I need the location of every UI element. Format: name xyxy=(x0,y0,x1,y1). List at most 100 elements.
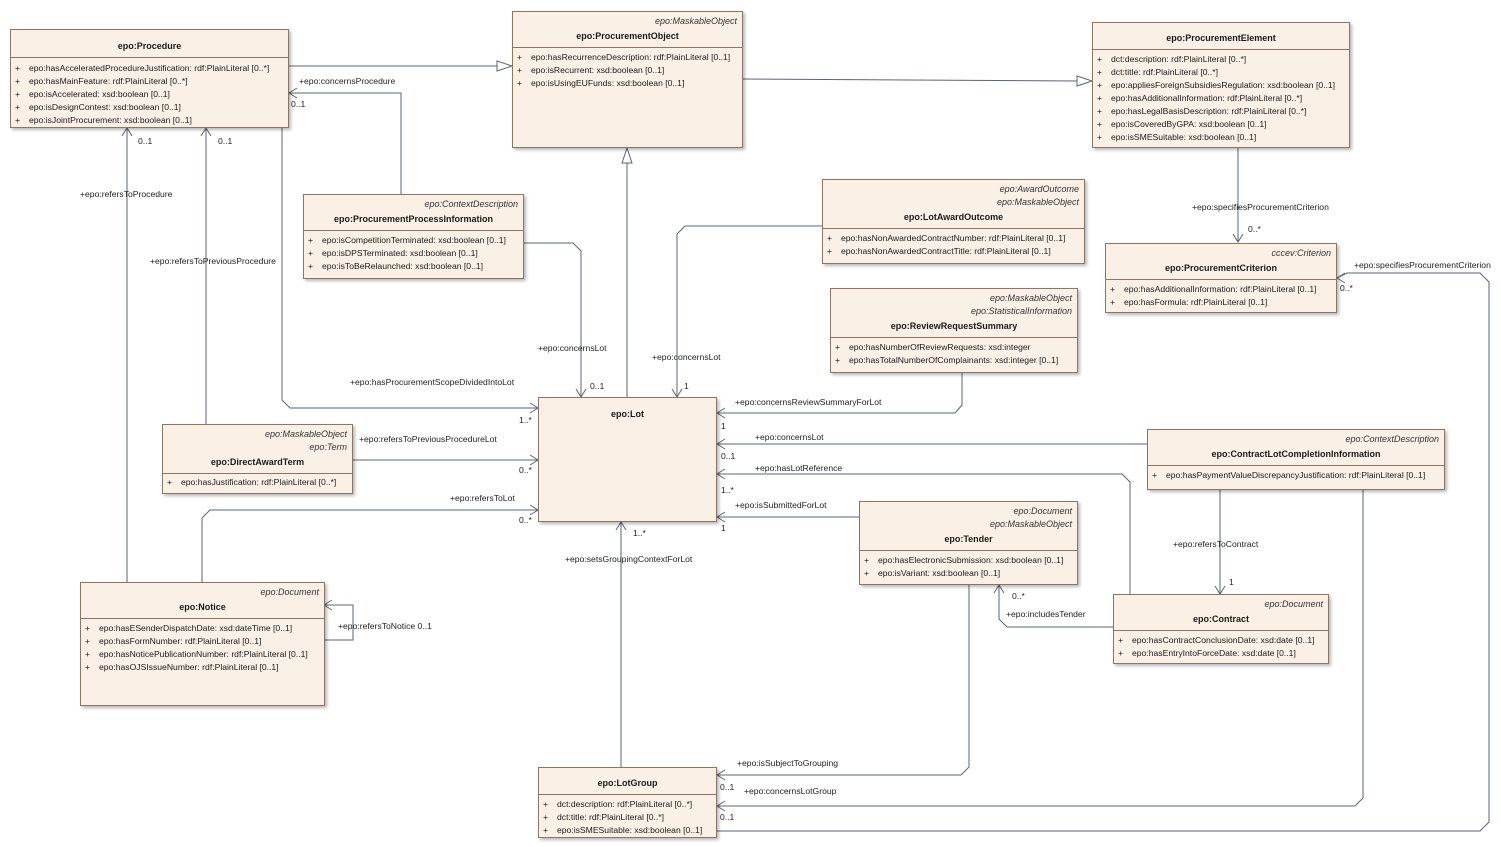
attribute: +dct:description: rdf:PlainLiteral [0..*… xyxy=(1097,54,1247,64)
attribute: +epo:hasESenderDispatchDate: xsd:dateTim… xyxy=(85,623,293,633)
role-label: +epo:concernsLotGroup xyxy=(744,786,837,796)
arrowhead xyxy=(288,87,298,99)
class-name: epo:ProcurementElement xyxy=(1166,33,1276,43)
stereotype: epo:Term xyxy=(309,442,347,452)
class-name: epo:LotGroup xyxy=(597,778,658,788)
class-notice[interactable]: epo:Document epo:Notice +epo:hasESenderD… xyxy=(80,582,325,706)
generalization-arrowhead xyxy=(1076,75,1094,87)
stereotype: cccev:Criterion xyxy=(1271,248,1331,258)
attribute: +epo:appliesForeignSubsidiesRegulation: … xyxy=(1097,80,1336,90)
role-label: +epo:hasProcurementScopeDividedIntoLot xyxy=(350,377,515,387)
attribute: +epo:isRecurrent: xsd:boolean [0..1] xyxy=(517,65,665,75)
role-label: +epo:includesTender xyxy=(1006,609,1086,619)
stereotype: epo:MaskableObject xyxy=(989,293,1072,303)
attribute: +epo:isSMESuitable: xsd:boolean [0..1] xyxy=(1097,132,1257,142)
arrowhead xyxy=(993,584,1005,594)
class-contract-lot-completion-information[interactable]: epo:ContextDescription epo:ContractLotCo… xyxy=(1147,429,1445,490)
association-review-summary xyxy=(717,373,963,414)
multiplicity: 0..1 xyxy=(590,381,605,391)
stereotype: epo:MaskableObject xyxy=(264,429,347,439)
class-name: epo:ProcurementCriterion xyxy=(1164,263,1278,273)
stereotype: epo:MaskableObject xyxy=(654,16,737,26)
attribute: +epo:hasAcceleratedProcedureJustificatio… xyxy=(15,63,270,73)
class-lot[interactable]: epo:Lot xyxy=(538,397,717,522)
attribute: +dct:title: rdf:PlainLiteral [0..*] xyxy=(1097,67,1218,77)
multiplicity: 0..* xyxy=(1248,224,1261,234)
class-lot-award-outcome[interactable]: epo:AwardOutcome epo:MaskableObject epo:… xyxy=(822,179,1085,264)
attribute: +epo:hasLegalBasisDescription: rdf:Plain… xyxy=(1097,106,1307,116)
arrowhead xyxy=(716,769,726,781)
association-includes-tender xyxy=(998,585,1113,628)
association-refers-to-notice xyxy=(324,604,354,641)
multiplicity: 0..1 xyxy=(218,136,233,146)
attribute: +epo:hasFormula: rdf:PlainLiteral [0..1] xyxy=(1110,297,1268,307)
class-procedure[interactable]: epo:Procedure +epo:hasAcceleratedProcedu… xyxy=(10,29,289,128)
stereotype: epo:StatisticalInformation xyxy=(970,306,1072,316)
multiplicity: 0..1 xyxy=(721,451,736,461)
role-label: +epo:refersToPreviousProcedure xyxy=(150,256,276,266)
generalization-arrowhead xyxy=(496,60,514,72)
arrowhead xyxy=(615,521,627,531)
class-lot-group[interactable]: epo:LotGroup +dct:description: rdf:Plain… xyxy=(538,767,717,838)
stereotype: epo:MaskableObject xyxy=(996,197,1079,207)
stereotype: epo:Document xyxy=(1264,599,1323,609)
role-label: +epo:refersToContract xyxy=(1173,539,1259,549)
class-tender[interactable]: epo:Document epo:MaskableObject epo:Tend… xyxy=(859,501,1078,585)
attribute: +epo:hasNonAwardedContractNumber: rdf:Pl… xyxy=(827,233,1066,243)
class-name: epo:DirectAwardTerm xyxy=(210,457,305,467)
class-name: epo:ProcurementProcessInformation xyxy=(333,214,494,224)
arrowhead xyxy=(716,438,726,450)
attribute: +epo:isSMESuitable: xsd:boolean [0..1] xyxy=(543,825,703,835)
association-specifies-criterion-2 xyxy=(717,272,1490,832)
class-procurement-element[interactable]: epo:ProcurementElement +dct:description:… xyxy=(1092,22,1350,148)
role-label: +epo:concernsReviewSummaryForLot xyxy=(735,397,882,407)
association-refers-to-lot xyxy=(201,509,538,582)
arrowhead xyxy=(121,127,133,137)
association-concerns-procedure xyxy=(289,92,402,194)
class-name: epo:ContractLotCompletionInformation xyxy=(1211,449,1381,459)
class-review-request-summary[interactable]: epo:MaskableObject epo:StatisticalInform… xyxy=(830,288,1078,373)
arrowhead xyxy=(1232,233,1244,243)
arrowhead xyxy=(716,407,726,419)
multiplicity: 0..1 xyxy=(720,812,735,822)
association-concerns-lot-ppi xyxy=(523,242,582,397)
role-label: +epo:refersToPreviousProcedureLot xyxy=(359,434,497,444)
arrowhead xyxy=(1336,272,1346,284)
association-concerns-lot-lao xyxy=(676,225,822,397)
attribute: +epo:hasPaymentValueDiscrepancyJustifica… xyxy=(1152,470,1426,480)
class-procurement-object[interactable]: epo:MaskableObject epo:ProcurementObject… xyxy=(512,11,743,148)
class-contract[interactable]: epo:Document epo:Contract +epo:hasContra… xyxy=(1113,594,1329,664)
class-name: epo:Notice xyxy=(179,602,226,612)
attribute: +epo:isDPSTerminated: xsd:boolean [0..1] xyxy=(308,248,478,258)
class-procurement-process-information[interactable]: epo:ContextDescription epo:ProcurementPr… xyxy=(303,194,524,279)
arrowhead xyxy=(716,468,726,480)
attribute: +epo:hasOJSIssueNumber: rdf:PlainLiteral… xyxy=(85,662,279,672)
arrowhead xyxy=(200,127,212,137)
attribute: +dct:title: rdf:PlainLiteral [0..*] xyxy=(543,812,664,822)
role-label: +epo:concernsLot xyxy=(755,432,824,442)
attribute: +epo:hasFormNumber: rdf:PlainLiteral [0.… xyxy=(85,636,262,646)
attribute: +epo:hasNumberOfReviewRequests: xsd:inte… xyxy=(835,342,1031,352)
arrowhead xyxy=(716,511,726,523)
stereotype: epo:MaskableObject xyxy=(989,519,1072,529)
multiplicity: 0..* xyxy=(519,465,532,475)
attribute: +epo:isAccelerated: xsd:boolean [0..1] xyxy=(15,89,170,99)
class-direct-award-term[interactable]: epo:MaskableObject epo:Term epo:DirectAw… xyxy=(162,424,353,494)
role-label: +epo:setsGroupingContextForLot xyxy=(565,554,693,564)
attribute: +epo:isCompetitionTerminated: xsd:boolea… xyxy=(308,235,506,245)
association-has-lot-reference xyxy=(717,473,1131,594)
class-name: epo:Contract xyxy=(1193,614,1249,624)
generalization-arrowhead xyxy=(621,146,633,164)
attribute: +epo:isJointProcurement: xsd:boolean [0.… xyxy=(15,115,192,125)
stereotype: epo:ContextDescription xyxy=(424,199,518,209)
class-procurement-criterion[interactable]: cccev:Criterion epo:ProcurementCriterion… xyxy=(1105,243,1337,313)
multiplicity: 1..* xyxy=(519,415,532,425)
attribute: +epo:isUsingEUFunds: xsd:boolean [0..1] xyxy=(517,78,685,88)
class-name: epo:Tender xyxy=(944,534,993,544)
attribute: +epo:isToBeRelaunched: xsd:boolean [0..1… xyxy=(308,261,484,271)
role-label: +epo:isSubmittedForLot xyxy=(735,500,827,510)
attribute: +epo:hasNonAwardedContractTitle: rdf:Pla… xyxy=(827,246,1051,256)
role-label: +epo:concernsProcedure xyxy=(299,76,396,86)
multiplicity: 1 xyxy=(721,523,726,533)
attribute: +epo:isDesignContest: xsd:boolean [0..1] xyxy=(15,102,181,112)
